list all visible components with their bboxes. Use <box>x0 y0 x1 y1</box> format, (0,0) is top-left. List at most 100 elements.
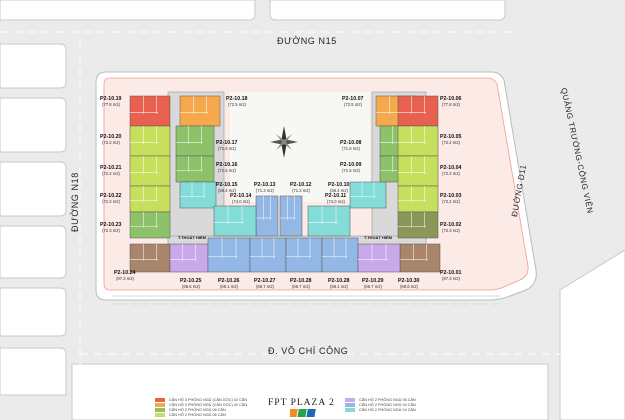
road-n15-label: ĐƯỜNG N15 <box>277 36 337 46</box>
legend-label: CĂN HỘ 2 PHÒNG NGỦ 04 CĂN <box>359 403 416 407</box>
compass <box>270 126 298 158</box>
courtyard <box>230 92 370 202</box>
unit-area-label: (68.6 m2) <box>400 284 418 289</box>
unit-code-label: P2-10.09 <box>340 162 362 168</box>
legend-item: CĂN HỘ 2 PHÒNG NGỦ (CĂN GÓC) 02 CĂN <box>155 403 247 407</box>
legend-item: CĂN HỘ 2 PHÒNG NGỦ 06 CĂN <box>155 408 226 412</box>
floor-plan <box>129 91 441 273</box>
unit-code-label: P2-10.20 <box>100 134 122 140</box>
unit-P2-10-21-walls <box>130 156 158 174</box>
unit-code-label: P2-10.15 <box>216 182 238 188</box>
legend-label: CĂN HỘ 2 PHÒNG NGỦ 06 CĂN <box>169 408 226 412</box>
unit-code-label: P2-10.16 <box>216 162 238 168</box>
legend-swatch <box>155 398 165 402</box>
unit-area-label: (72.3 m2) <box>102 228 120 233</box>
unit-P2-10-18 <box>179 95 221 127</box>
unit-area-label: (68.1 m2) <box>220 284 238 289</box>
legend-item: CĂN HỘ 3 PHÒNG NGỦ (CĂN GÓC) 02 CĂN <box>155 398 247 402</box>
block-ne <box>520 0 625 115</box>
unit-P2-10-10 <box>349 181 387 209</box>
unit-area-label: (72.2 m2) <box>102 140 120 145</box>
block-w5 <box>0 287 67 337</box>
unit-P2-10-29 <box>357 243 401 273</box>
unit-P2-10-22 <box>129 185 171 213</box>
legend-swatch <box>345 403 355 407</box>
unit-area-label: (68.7 m2) <box>292 284 310 289</box>
unit-P2-10-28 <box>285 237 323 273</box>
unit-code-label: P2-10.23 <box>100 222 122 228</box>
unit-P2-10-05-walls <box>398 126 426 144</box>
unit-area-label: (68.7 m2) <box>256 284 274 289</box>
unit-area-label: (87.3 m2) <box>116 276 134 281</box>
unit-area-label: (77.8 m2) <box>442 102 460 107</box>
stair-right-label: T.THOÁT HIỂM <box>364 235 392 240</box>
unit-P2-10-22-walls <box>130 186 158 202</box>
unit-code-label: P2-10.26 <box>218 278 240 284</box>
unit-area-label: (68.7 m2) <box>364 284 382 289</box>
unit-area-label: (66.4 m2) <box>330 188 348 193</box>
unit-code-label: P2-10.21 <box>100 165 122 171</box>
unit-P2-10-28-walls <box>286 238 312 259</box>
unit-P2-10-11 <box>307 205 351 237</box>
unit-P2-10-23 <box>129 211 171 239</box>
unit-code-label: P2-10.30 <box>398 278 420 284</box>
unit-P2-10-26 <box>207 237 251 273</box>
unit-P2-10-13-walls <box>256 196 272 220</box>
block-s <box>71 363 549 420</box>
unit-P2-10-04 <box>397 155 439 187</box>
unit-area-label: (72.2 m2) <box>442 199 460 204</box>
unit-code-label: P2-10.18 <box>226 96 248 102</box>
block-e-lower <box>559 249 625 420</box>
unit-P2-10-20-walls <box>130 126 158 144</box>
legend-item: CĂN HỘ 2 PHÒNG NGỦ 04 CĂN <box>345 403 416 407</box>
unit-P2-10-19 <box>129 95 171 127</box>
unit-area-label: (71.6 m2) <box>218 146 236 151</box>
legend-label: CĂN HỘ 2 PHÒNG NGỦ 04 CĂN <box>359 408 416 412</box>
unit-P2-10-15-walls <box>180 182 206 198</box>
unit-P2-10-12 <box>279 195 303 237</box>
unit-P2-10-14 <box>213 205 257 237</box>
unit-code-label: P2-10.22 <box>100 193 122 199</box>
block-w2 <box>0 97 67 153</box>
paving <box>112 295 500 305</box>
unit-P2-10-27-walls <box>250 238 276 259</box>
unit-area-label: (72.2 m2) <box>442 171 460 176</box>
unit-code-label: P2-10.28 <box>328 278 350 284</box>
unit-area-label: (71.5 m2) <box>218 168 236 173</box>
block-w3 <box>0 161 67 217</box>
unit-P2-10-03-walls <box>398 186 426 202</box>
legend-item: CĂN HỘ 2 PHÒNG NGỦ 04 CĂN <box>345 408 416 412</box>
legend-label: CĂN HỘ 2 PHÒNG NGỦ (CĂN GÓC) 02 CĂN <box>169 403 248 407</box>
unit-P2-10-21 <box>129 155 171 187</box>
block-w1 <box>0 43 67 89</box>
unit-P2-10-17-walls <box>176 126 203 144</box>
unit-area-label: (72.3 m2) <box>442 228 460 233</box>
unit-P2-10-25 <box>169 243 209 273</box>
unit-area-label: (74.0 m2) <box>232 199 250 204</box>
stair-left-label: T.THOÁT HIỂM <box>178 235 206 240</box>
unit-P2-10-19-walls <box>130 96 158 114</box>
unit-code-label: P2-10.01 <box>440 270 462 276</box>
legend-swatch <box>345 408 355 412</box>
unit-P2-10-18-walls <box>180 96 208 114</box>
unit-area-label: (72.2 m2) <box>442 140 460 145</box>
unit-code-label: P2-10.19 <box>100 96 122 102</box>
legend-swatch <box>155 403 165 407</box>
road-n18-label: ĐƯỜNG N18 <box>70 172 80 232</box>
unit-code-label: P2-10.27 <box>254 278 276 284</box>
block-n-top <box>269 0 506 21</box>
legend-item: CĂN HỘ 2 PHÒNG NGỦ 06 CĂN <box>155 413 226 417</box>
unit-P2-10-20 <box>129 125 171 157</box>
unit-P2-10-28 <box>321 237 359 273</box>
unit-area-label: (71.3 m2) <box>256 188 274 193</box>
unit-area-label: (72.5 m2) <box>228 102 246 107</box>
unit-P2-10-06-walls <box>398 96 426 114</box>
unit-P2-10-24-walls <box>130 244 158 261</box>
unit-area-label: (71.5 m2) <box>342 168 360 173</box>
unit-code-label: P2-10.13 <box>254 182 276 188</box>
unit-code-label: P2-10.24 <box>114 270 136 276</box>
unit-code-label: P2-10.28 <box>290 278 312 284</box>
unit-P2-10-10-walls <box>350 182 376 198</box>
unit-code-label: P2-10.06 <box>440 96 462 102</box>
